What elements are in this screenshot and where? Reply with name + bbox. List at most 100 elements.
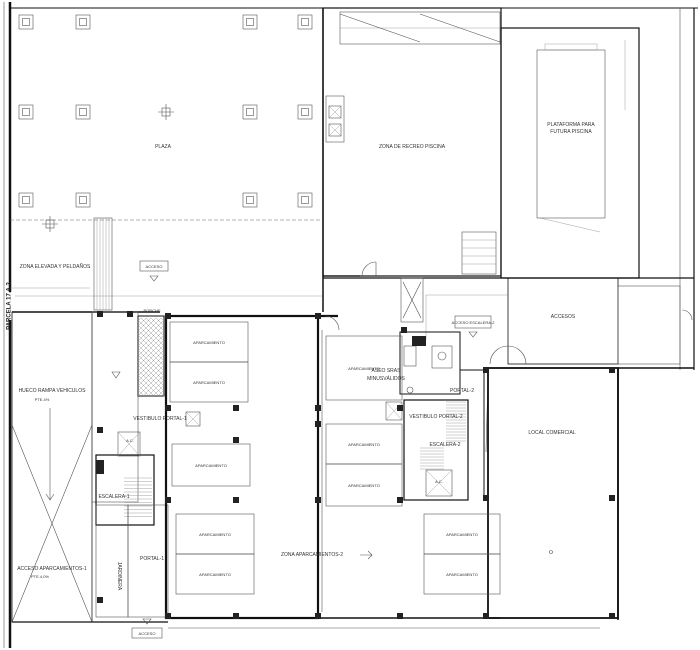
acceso-marker-bottom: ACCESO <box>131 618 163 639</box>
parking-space-label: APARCAMIENTO <box>446 572 478 577</box>
pillar <box>397 613 403 619</box>
hueco-rampa-label: HUECO RAMPA VEHICULOS <box>19 388 87 394</box>
pillar <box>233 437 239 443</box>
hatched-block <box>412 336 426 346</box>
parking-space: APARCAMIENTO <box>175 553 255 595</box>
portal-1-label: PORTAL-1 <box>140 556 164 562</box>
acceso-marker-top: ACCESO <box>139 260 169 282</box>
parking-space-label: APARCAMIENTO <box>195 463 227 468</box>
compass-star-icon <box>158 104 174 120</box>
plaza-column <box>18 104 34 120</box>
acceso-escalera-2-label: ACCESO ESCALERA-2 <box>452 320 496 325</box>
ac-label-2: A.C. <box>435 479 443 484</box>
parking-zone-2 <box>164 314 600 629</box>
plaza-column <box>75 104 91 120</box>
parking-space-label: APARCAMIENTO <box>446 532 478 537</box>
hatched-block <box>96 460 104 474</box>
zona-elevada-label: ZONA ELEVADA Y PELDAÑOS <box>20 263 91 270</box>
parking-space-label: APARCAMIENTO <box>193 380 225 385</box>
stair-core-2 <box>385 399 469 501</box>
pillar <box>165 613 171 619</box>
zona-recreo-label: ZONA DE RECREO PISCINA <box>379 144 446 150</box>
stair-core-1 <box>95 411 201 526</box>
plaza-column <box>242 192 258 208</box>
portal-2-label: PORTAL-2 <box>450 388 474 394</box>
pillar <box>97 427 103 433</box>
plaza-columns <box>18 14 313 208</box>
plaza-column <box>242 14 258 30</box>
porche-zone: PORCHE <box>137 308 165 397</box>
pillar <box>165 405 171 411</box>
plaza-steps <box>96 218 110 310</box>
pillar <box>315 497 321 503</box>
escalera-1-label: ESCALERA-1 <box>98 494 129 500</box>
plaza-column <box>75 192 91 208</box>
parking-spaces: APARCAMIENTO APARCAMIENTO APARCAMIENTO APAR… <box>169 321 501 595</box>
pillar <box>483 495 489 501</box>
plaza-label: PLAZA <box>155 144 172 150</box>
pillar <box>315 421 321 427</box>
pillar <box>315 313 321 319</box>
acceso-aparcamientos-label: ACCESO APARCAMIENTOS-1 <box>17 566 87 572</box>
parking-space-label: APARCAMIENTO <box>199 532 231 537</box>
parking-space: APARCAMIENTO <box>175 513 255 555</box>
acceso-escalera-2-marker: ACCESO ESCALERA-2 <box>452 315 496 338</box>
pillar <box>233 497 239 503</box>
pte-acceso-label: PTE.4,0% <box>31 574 49 579</box>
parking-space: APARCAMIENTO <box>325 335 403 401</box>
site-boundary <box>3 2 698 648</box>
parking-space-label: APARCAMIENTO <box>348 442 380 447</box>
parking-space-label: APARCAMIENTO <box>193 340 225 345</box>
plaza-column <box>18 192 34 208</box>
parking-space: APARCAMIENTO <box>171 443 251 487</box>
parking-space: APARCAMIENTO <box>325 423 403 465</box>
pillar <box>483 613 489 619</box>
escalera-2-label: ESCALERA-2 <box>429 442 460 448</box>
pillar <box>127 311 133 317</box>
pillar <box>165 313 171 319</box>
pillar <box>397 405 403 411</box>
plaza-column <box>242 104 258 120</box>
parking-space-label: APARCAMIENTO <box>348 483 380 488</box>
local-comercial-label: LOCAL COMERCIAL <box>528 430 576 436</box>
pte-hueco-label: PTE.4% <box>35 397 50 402</box>
plataforma-label-1: PLATAFORMA PARA <box>547 122 595 128</box>
parking-space-label: APARCAMIENTO <box>199 572 231 577</box>
zona-aparcamientos-label: ZONA APARCAMIENTOS-2 <box>281 552 343 558</box>
pillar <box>315 405 321 411</box>
porche-label: PORCHE <box>143 308 160 313</box>
plaza-column <box>75 14 91 30</box>
pool-platform <box>500 27 640 279</box>
pillar <box>609 367 615 373</box>
minusvalidos-label: MINUSVÁLIDOS <box>367 375 405 382</box>
pillar <box>233 405 239 411</box>
vestibulo-portal-2-label: VESTIBULO PORTAL-2 <box>409 414 463 420</box>
acceso-top-label: ACCESO <box>146 264 163 269</box>
plaza-column <box>297 192 313 208</box>
pillar <box>315 613 321 619</box>
pillar <box>609 495 615 501</box>
plaza-column <box>297 104 313 120</box>
accesos-zone <box>323 277 694 365</box>
acceso-bottom-label: ACCESO <box>139 631 156 636</box>
hatched-blocks <box>96 336 426 474</box>
ac-label-1: A.C. <box>126 438 134 443</box>
vestibulo-portal-1-label: VESTIBULO PORTAL-1 <box>133 416 187 422</box>
pillar <box>397 497 403 503</box>
parking-space: APARCAMIENTO <box>169 361 249 403</box>
jardinera-label: JARDINERA <box>116 562 122 591</box>
jardinera-portal-1 <box>12 504 169 623</box>
pillar <box>233 613 239 619</box>
plaza-column <box>18 14 34 30</box>
pool-recreation-zone <box>322 7 502 277</box>
structural-pillars <box>97 311 615 619</box>
aseo-sras-label: ASEO SRAS <box>372 368 402 374</box>
parking-space-label: APARCAMIENTO <box>348 366 380 371</box>
pillar <box>97 311 103 317</box>
plaza-column <box>297 14 313 30</box>
pillar <box>609 613 615 619</box>
parking-space: APARCAMIENTO <box>169 321 249 363</box>
pillar <box>165 497 171 503</box>
plataforma-label-2: FUTURA PISCINA <box>550 129 592 135</box>
